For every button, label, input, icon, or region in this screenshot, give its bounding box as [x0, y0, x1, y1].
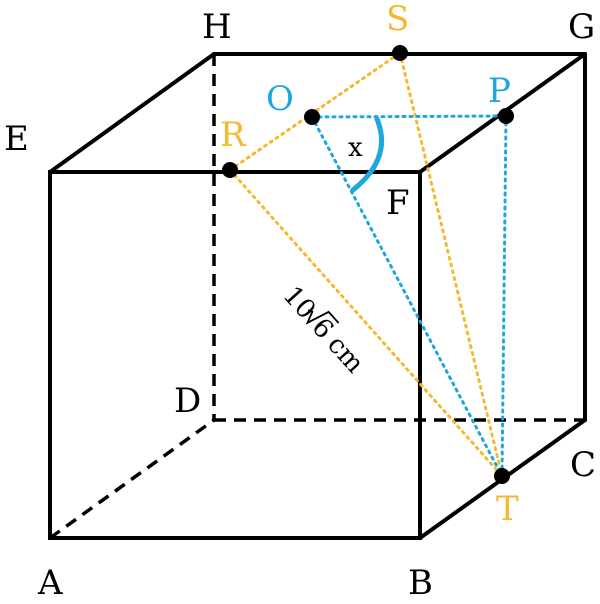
segment-ot: [310, 115, 504, 478]
point-label-r: R: [220, 115, 247, 155]
point-label-o: O: [266, 79, 294, 119]
segment-rt: [228, 168, 504, 478]
vertex-label-c: C: [570, 445, 596, 485]
vertex-label-a: A: [37, 563, 63, 603]
edge-eh: [48, 52, 216, 174]
point-label-p: P: [488, 71, 511, 111]
point-r: [222, 162, 238, 178]
edge-ad: [48, 418, 216, 540]
segment-op: [310, 114, 508, 119]
vertex-label-g: G: [568, 7, 595, 47]
point-s: [392, 45, 408, 61]
segment-rs: [228, 51, 402, 172]
point-t: [494, 468, 510, 484]
point-p: [498, 108, 514, 124]
angle-arc-x: [350, 116, 385, 193]
segment-pt: [500, 114, 508, 478]
vertex-label-d: D: [174, 381, 201, 421]
vertex-label-f: F: [386, 183, 410, 223]
point-label-s: S: [386, 0, 409, 39]
point-label-t: T: [496, 489, 519, 529]
vertex-label-b: B: [408, 563, 433, 603]
point-o: [304, 109, 320, 125]
angle-label-x: x: [348, 133, 363, 163]
vertex-label-h: H: [202, 7, 232, 47]
segment-st: [398, 51, 504, 478]
radical-sign: [305, 309, 340, 325]
length-label: 10 6 cm: [277, 281, 370, 379]
vertex-label-e: E: [4, 119, 29, 159]
